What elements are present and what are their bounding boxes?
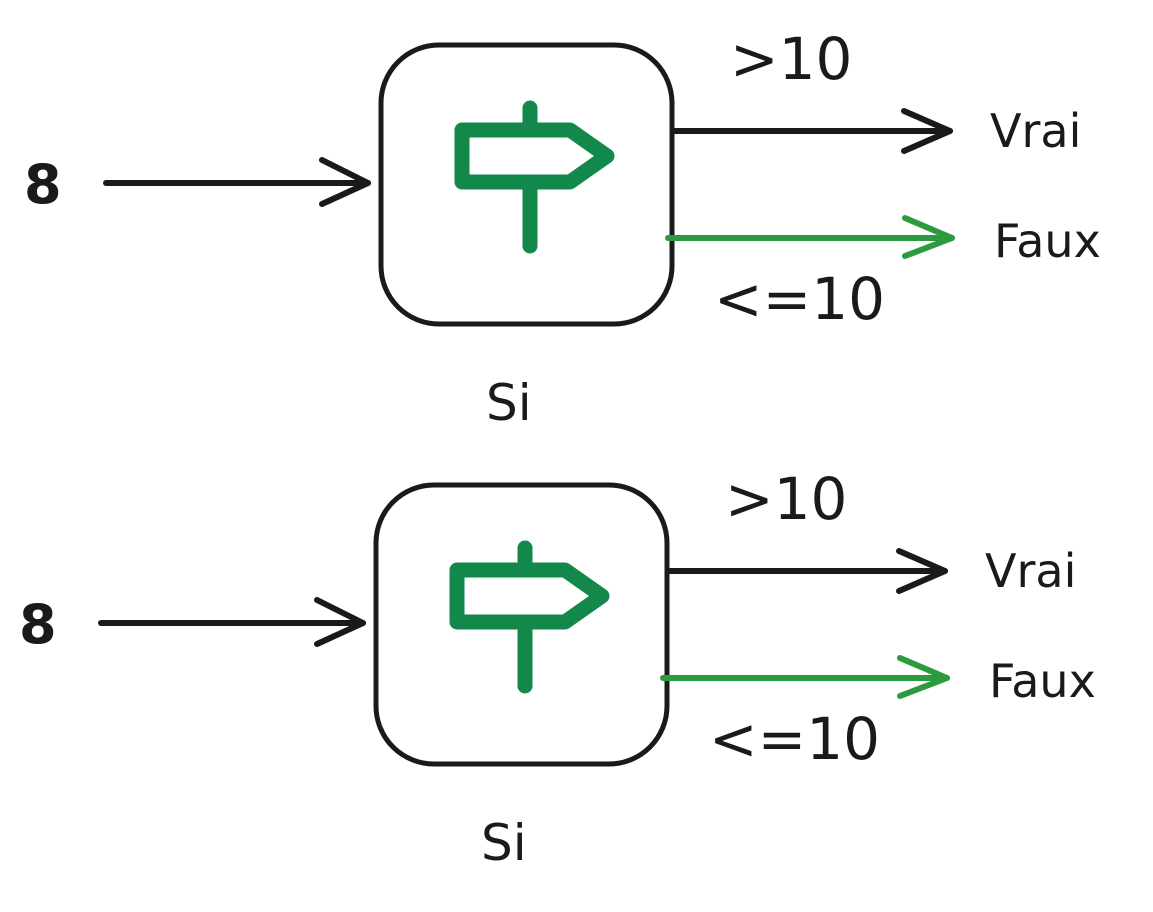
false-output-label: Faux <box>994 214 1101 268</box>
input-arrow <box>98 597 366 647</box>
false-branch-arrow <box>660 655 950 699</box>
if-diagram-1: 8 >10 Vrai Faux <=10 Si <box>0 0 1153 450</box>
true-output-label: Vrai <box>990 104 1082 158</box>
diagram-1-graphics <box>103 42 955 327</box>
true-branch-arrow <box>670 108 953 154</box>
true-condition-label: >10 <box>725 465 848 533</box>
false-condition-label: <=10 <box>714 265 885 333</box>
false-condition-label: <=10 <box>709 705 880 773</box>
signpost-icon <box>449 540 610 694</box>
input-value: 8 <box>19 593 57 656</box>
signpost-icon <box>454 100 615 254</box>
true-output-label: Vrai <box>985 544 1077 598</box>
node-label: Si <box>481 814 527 872</box>
node-label: Si <box>486 374 532 432</box>
diagram-2-graphics <box>98 482 950 767</box>
true-branch-arrow <box>665 548 948 594</box>
input-value: 8 <box>24 153 62 216</box>
false-branch-arrow <box>665 215 955 259</box>
false-output-label: Faux <box>989 654 1096 708</box>
true-condition-label: >10 <box>730 25 853 93</box>
if-diagram-2: 8 >10 Vrai Faux <=10 Si <box>0 440 1148 890</box>
input-arrow <box>103 157 371 207</box>
